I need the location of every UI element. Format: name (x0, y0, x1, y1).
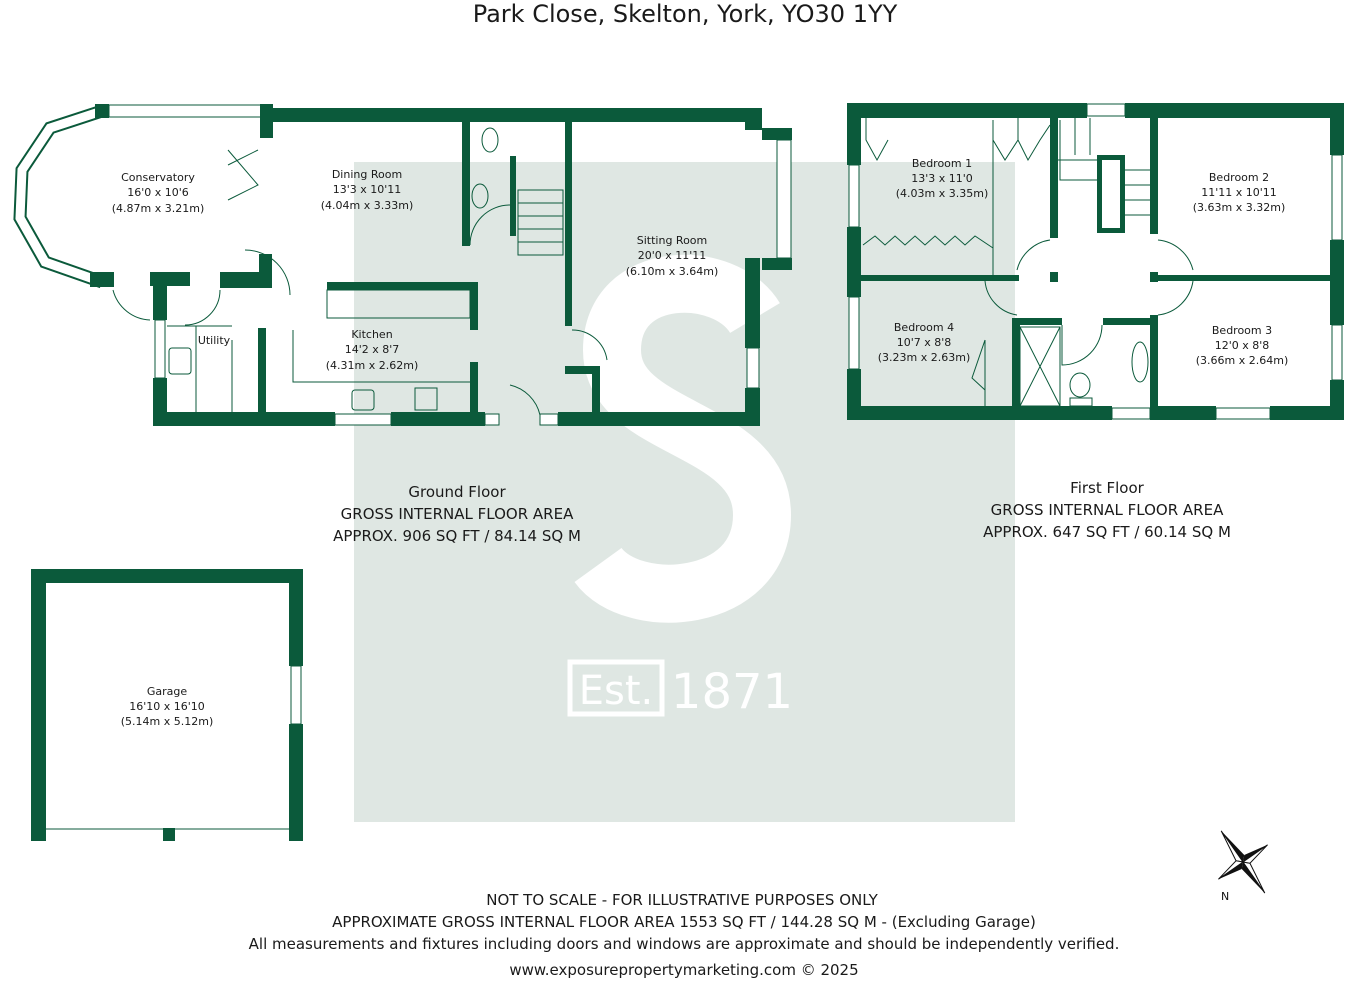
page-title: Park Close, Skelton, York, YO30 1YY (473, 0, 898, 28)
watermark: Est. 1871 (354, 162, 1015, 822)
room-size-kitchen: 14'2 x 8'7 (345, 343, 400, 356)
compass-north-label: N (1221, 890, 1229, 903)
footer-note: All measurements and fixtures including … (249, 935, 1120, 953)
room-size-bedroom-2: 11'11 x 10'11 (1201, 186, 1277, 199)
watermark-letter-s-logo (574, 254, 792, 623)
room-metric-bedroom-4: (3.23m x 2.63m) (878, 351, 971, 364)
garage-plan: Garage 16'10 x 16'10 (5.14m x 5.12m) (31, 569, 303, 841)
room-size-bedroom-3: 12'0 x 8'8 (1215, 339, 1270, 352)
watermark-est: Est. (579, 668, 654, 714)
room-size-bedroom-1: 13'3 x 11'0 (911, 172, 973, 185)
room-name-bedroom-4: Bedroom 4 (894, 321, 954, 334)
footer-disclaimer: NOT TO SCALE - FOR ILLUSTRATIVE PURPOSES… (486, 891, 878, 909)
room-metric-dining: (4.04m x 3.33m) (321, 199, 414, 212)
footer-website: www.exposurepropertymarketing.com © 2025 (509, 961, 858, 979)
room-name-bedroom-3: Bedroom 3 (1212, 324, 1272, 337)
garage-size: 16'10 x 16'10 (129, 700, 205, 713)
first-floor-area-heading: GROSS INTERNAL FLOOR AREA (991, 501, 1224, 519)
room-name-bedroom-1: Bedroom 1 (912, 157, 972, 170)
room-name-conservatory: Conservatory (121, 171, 195, 184)
room-metric-sitting: (6.10m x 3.64m) (626, 265, 719, 278)
room-name-utility: Utility (198, 334, 231, 347)
first-floor-label: First Floor (1070, 479, 1144, 497)
compass-icon (1218, 830, 1268, 894)
room-size-bedroom-4: 10'7 x 8'8 (897, 336, 952, 349)
room-name-dining: Dining Room (332, 168, 402, 181)
room-name-kitchen: Kitchen (351, 328, 392, 341)
room-metric-bedroom-3: (3.66m x 2.64m) (1196, 354, 1289, 367)
room-metric-conservatory: (4.87m x 3.21m) (112, 202, 205, 215)
room-size-dining: 13'3 x 10'11 (333, 183, 402, 196)
room-metric-bedroom-2: (3.63m x 3.32m) (1193, 201, 1286, 214)
ground-floor-label: Ground Floor (408, 483, 506, 501)
room-metric-kitchen: (4.31m x 2.62m) (326, 359, 419, 372)
ground-floor-plan: Conservatory 16'0 x 10'6 (4.87m x 3.21m)… (13, 104, 792, 426)
room-size-sitting: 20'0 x 11'11 (638, 249, 707, 262)
room-metric-bedroom-1: (4.03m x 3.35m) (896, 187, 989, 200)
ground-floor-area: APPROX. 906 SQ FT / 84.14 SQ M (333, 527, 581, 545)
room-name-sitting: Sitting Room (637, 234, 708, 247)
footer-total-area: APPROXIMATE GROSS INTERNAL FLOOR AREA 15… (332, 913, 1036, 931)
watermark-year: 1871 (671, 664, 793, 720)
room-name-bedroom-2: Bedroom 2 (1209, 171, 1269, 184)
first-floor-plan: Bedroom 1 13'3 x 11'0 (4.03m x 3.35m) Be… (847, 103, 1344, 420)
garage-metric: (5.14m x 5.12m) (121, 715, 214, 728)
room-size-conservatory: 16'0 x 10'6 (127, 186, 189, 199)
first-floor-area: APPROX. 647 SQ FT / 60.14 SQ M (983, 523, 1231, 541)
ground-floor-area-heading: GROSS INTERNAL FLOOR AREA (341, 505, 574, 523)
garage-name: Garage (147, 685, 188, 698)
